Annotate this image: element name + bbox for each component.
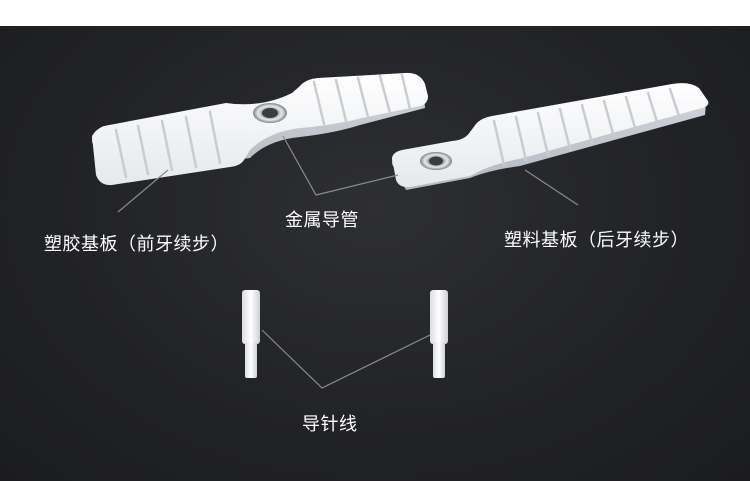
rear-metal-tube (420, 152, 452, 170)
right-guide-wire (430, 290, 448, 378)
front-metal-tube (253, 103, 287, 123)
front-board-ridges (114, 73, 412, 179)
front-plastic-board (92, 72, 428, 186)
left-guide-wire (242, 290, 260, 378)
leader-rear-board (524, 169, 579, 206)
leader-lines (117, 135, 579, 389)
guide-wire-label: 导针线 (302, 414, 358, 435)
rear-board-ridges (492, 87, 682, 167)
front-board-label: 塑胶基板（前牙续步） (44, 234, 229, 255)
metal-tube-label: 金属导管 (285, 210, 359, 231)
leader-front-board (117, 169, 169, 213)
rear-plastic-board (392, 83, 709, 190)
leader-metal-tube (282, 135, 399, 196)
rear-board-label: 塑料基板（后牙续步） (504, 230, 689, 251)
leader-guide-wire (261, 329, 431, 389)
